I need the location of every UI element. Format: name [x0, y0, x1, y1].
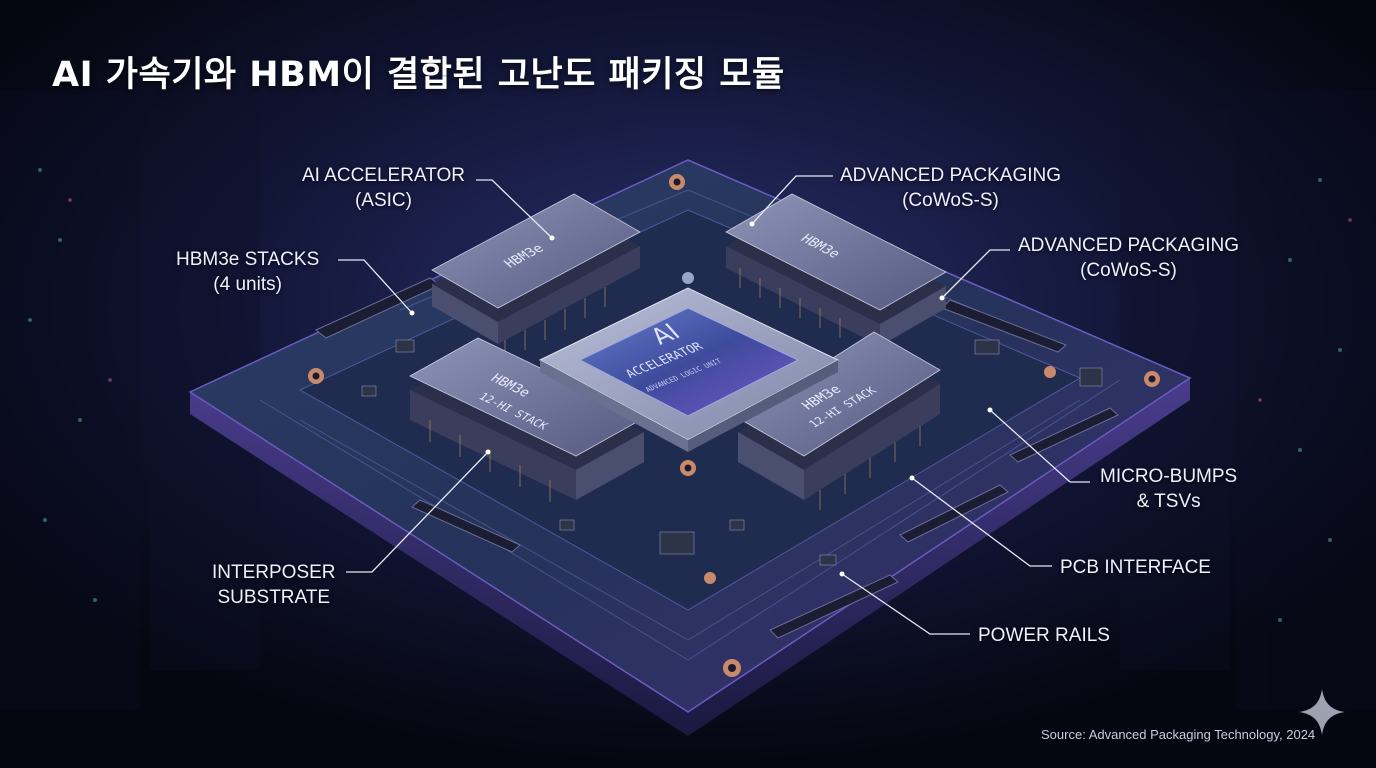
hbm-stack-top-right: HBM3e [725, 193, 947, 346]
hbm-stack-bottom-right: HBM3e 12-HI STACK [737, 331, 941, 510]
page-title: AI 가속기와 HBM이 결합된 고난도 패키징 모듈 [52, 55, 785, 95]
label-power-rails: POWER RAILS [978, 625, 1110, 646]
ai-accelerator-die: AI ACCELERATOR ADVANCED LOGIC UNIT [538, 287, 840, 452]
label-ai-accelerator: AI ACCELERATOR (ASIC) [302, 165, 465, 211]
label-micro-bumps: MICRO-BUMPS & TSVs [1100, 466, 1238, 512]
edge-connectors [315, 277, 1119, 639]
source-caption: Source: Advanced Packaging Technology, 2… [1041, 727, 1316, 742]
label-pcb-interface: PCB INTERFACE [1060, 557, 1211, 578]
mounting-holes [308, 174, 1160, 677]
sparkle-icon [1299, 689, 1345, 735]
hbm-stack-top-left: HBM3e [431, 193, 641, 360]
hbm-stack-bottom-left: HBM3e 12-HI STACK [409, 337, 645, 502]
label-interposer-substrate: INTERPOSER SUBSTRATE [212, 562, 336, 608]
label-advanced-packaging-2: ADVANCED PACKAGING (CoWoS-S) [1018, 235, 1240, 281]
label-advanced-packaging-1: ADVANCED PACKAGING (CoWoS-S) [840, 165, 1062, 211]
label-hbm-stacks: HBM3e STACKS (4 units) [176, 249, 320, 295]
leader-lines [338, 175, 1090, 635]
